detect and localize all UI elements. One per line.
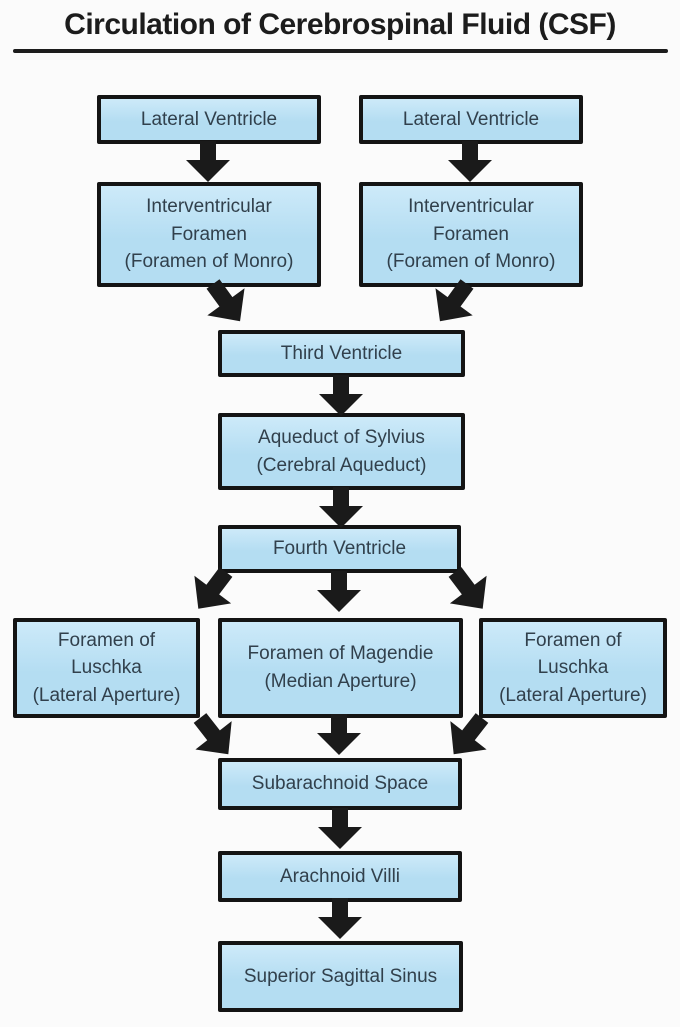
node-aqueduct-of-sylvius: Aqueduct of Sylvius(Cerebral Aqueduct) <box>218 413 465 490</box>
node-label: Superior Sagittal Sinus <box>243 965 438 987</box>
node-label: Subarachnoid Space <box>251 773 429 795</box>
arrow-aqueduct-to-fourth-ventricle-icon <box>319 487 363 528</box>
node-label: Lateral Ventricle <box>140 108 278 130</box>
node-label: Fourth Ventricle <box>272 538 407 560</box>
arrow-third-ventricle-to-aqueduct-icon <box>319 375 363 416</box>
node-label: Aqueduct of Sylvius(Cerebral Aqueduct) <box>256 426 427 476</box>
arrow-lateral-right-to-interventricular-right-icon <box>448 141 492 182</box>
node-fourth-ventricle: Fourth Ventricle <box>218 525 461 573</box>
node-foramen-magendie: Foramen of Magendie(Median Aperture) <box>218 618 463 718</box>
node-label: Third Ventricle <box>280 342 403 364</box>
arrow-subarachnoid-to-arachnoid-villi-icon <box>318 808 362 849</box>
title-underline <box>13 49 668 53</box>
node-lateral-ventricle-right: Lateral Ventricle <box>359 95 583 144</box>
page-title: Circulation of Cerebrospinal Fluid (CSF) <box>64 8 616 41</box>
arrow-magendie-to-subarachnoid-icon <box>317 714 361 755</box>
node-label: Arachnoid Villi <box>279 865 401 887</box>
arrow-arachnoid-villi-to-superior-sagittal-icon <box>318 898 362 939</box>
node-third-ventricle: Third Ventricle <box>218 330 465 377</box>
node-arachnoid-villi: Arachnoid Villi <box>218 851 462 902</box>
node-subarachnoid-space: Subarachnoid Space <box>218 758 462 810</box>
node-label: Lateral Ventricle <box>402 108 540 130</box>
node-label: Foramen of Magendie(Median Aperture) <box>247 643 434 692</box>
arrow-lateral-left-to-interventricular-left-icon <box>186 141 230 182</box>
node-superior-sagittal-sinus: Superior Sagittal Sinus <box>218 941 463 1012</box>
node-lateral-ventricle-left: Lateral Ventricle <box>97 95 321 144</box>
arrow-fourth-ventricle-to-magendie-icon <box>317 571 361 612</box>
